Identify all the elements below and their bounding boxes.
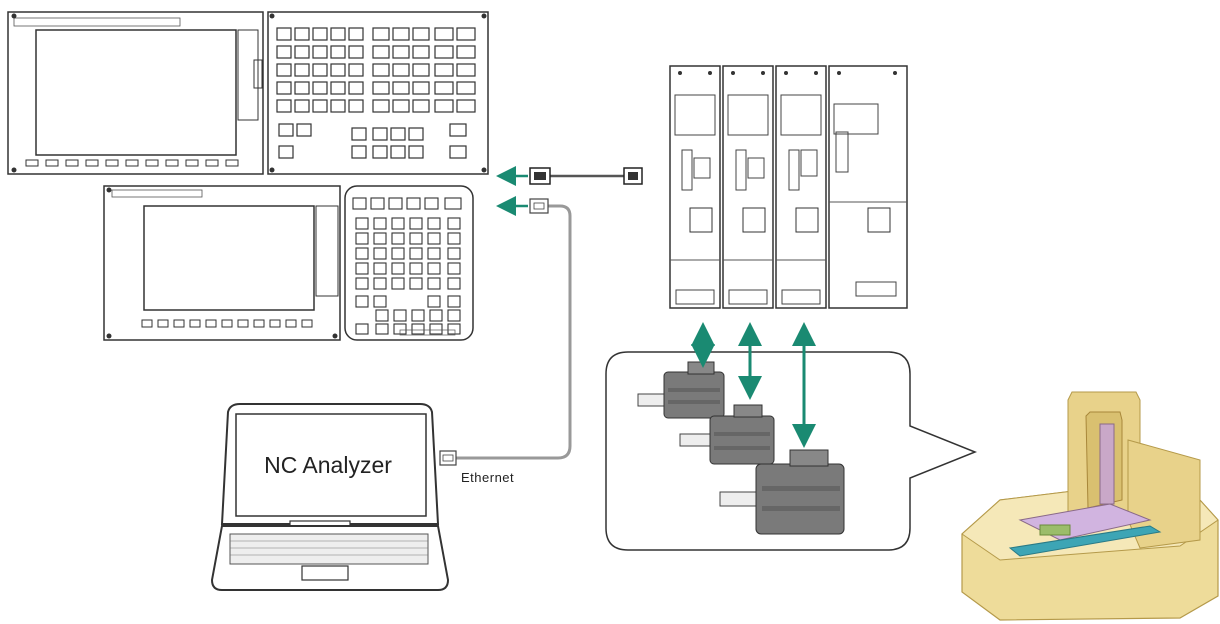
ethernet-label: Ethernet bbox=[461, 470, 515, 485]
servo-motor-icon bbox=[719, 449, 845, 535]
ethernet-connector-icon bbox=[529, 167, 643, 185]
servo-drive-icon bbox=[775, 65, 827, 309]
laptop-screen-label: NC Analyzer bbox=[264, 452, 392, 478]
servo-drive-icon bbox=[722, 65, 774, 309]
ethernet-connector-icon bbox=[439, 198, 549, 466]
nc-control-unit-icon bbox=[7, 11, 489, 175]
servo-drive-icon bbox=[669, 65, 721, 309]
laptop-icon bbox=[210, 403, 450, 591]
nc-control-unit-icon bbox=[103, 185, 474, 341]
cable-icon bbox=[454, 204, 572, 460]
machine-tool-icon bbox=[961, 391, 1219, 621]
power-supply-unit-icon bbox=[828, 65, 908, 309]
servo-motor-icon bbox=[679, 404, 775, 465]
